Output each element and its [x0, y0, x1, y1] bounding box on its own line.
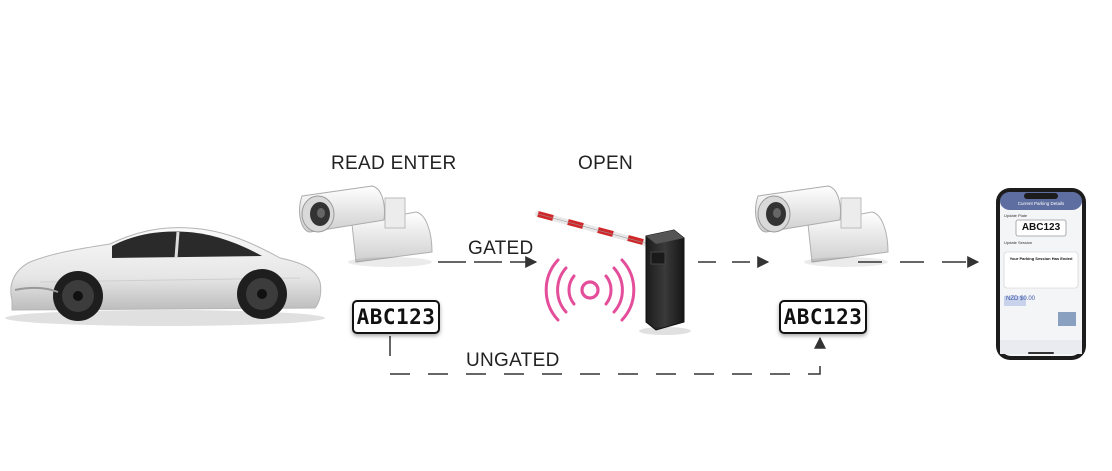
- phone-section-plate: Update Plate: [1004, 213, 1028, 218]
- phone-section-session: Update Session: [1004, 240, 1033, 245]
- phone-header: Current Parking Details: [1017, 201, 1065, 206]
- license-plate-exit: ABC123: [779, 300, 867, 334]
- camera-icon-exit: [755, 185, 889, 267]
- phone-dialog-title: Your Parking Session Has Ended: [1009, 256, 1073, 261]
- ungated-arrow: [389, 336, 826, 375]
- camera-icon-entry: [299, 185, 433, 267]
- ungated-label: UNGATED: [466, 350, 560, 371]
- flow-arrows: [389, 256, 980, 375]
- phone-amount: NZD $0.00: [1006, 296, 1036, 302]
- plate-text-entry: ABC123: [356, 305, 436, 329]
- car-icon: [5, 227, 325, 326]
- gated-label: GATED: [468, 238, 534, 259]
- read-enter-label: READ ENTER: [331, 153, 457, 174]
- phone-plate: ABC123: [1021, 222, 1061, 233]
- phone-icon: [996, 188, 1086, 360]
- barrier-gate-icon: [535, 211, 691, 335]
- open-label: OPEN: [578, 153, 634, 174]
- license-plate-entry: ABC123: [352, 300, 440, 334]
- signal-icon: [544, 258, 636, 322]
- plate-text-exit: ABC123: [783, 305, 863, 329]
